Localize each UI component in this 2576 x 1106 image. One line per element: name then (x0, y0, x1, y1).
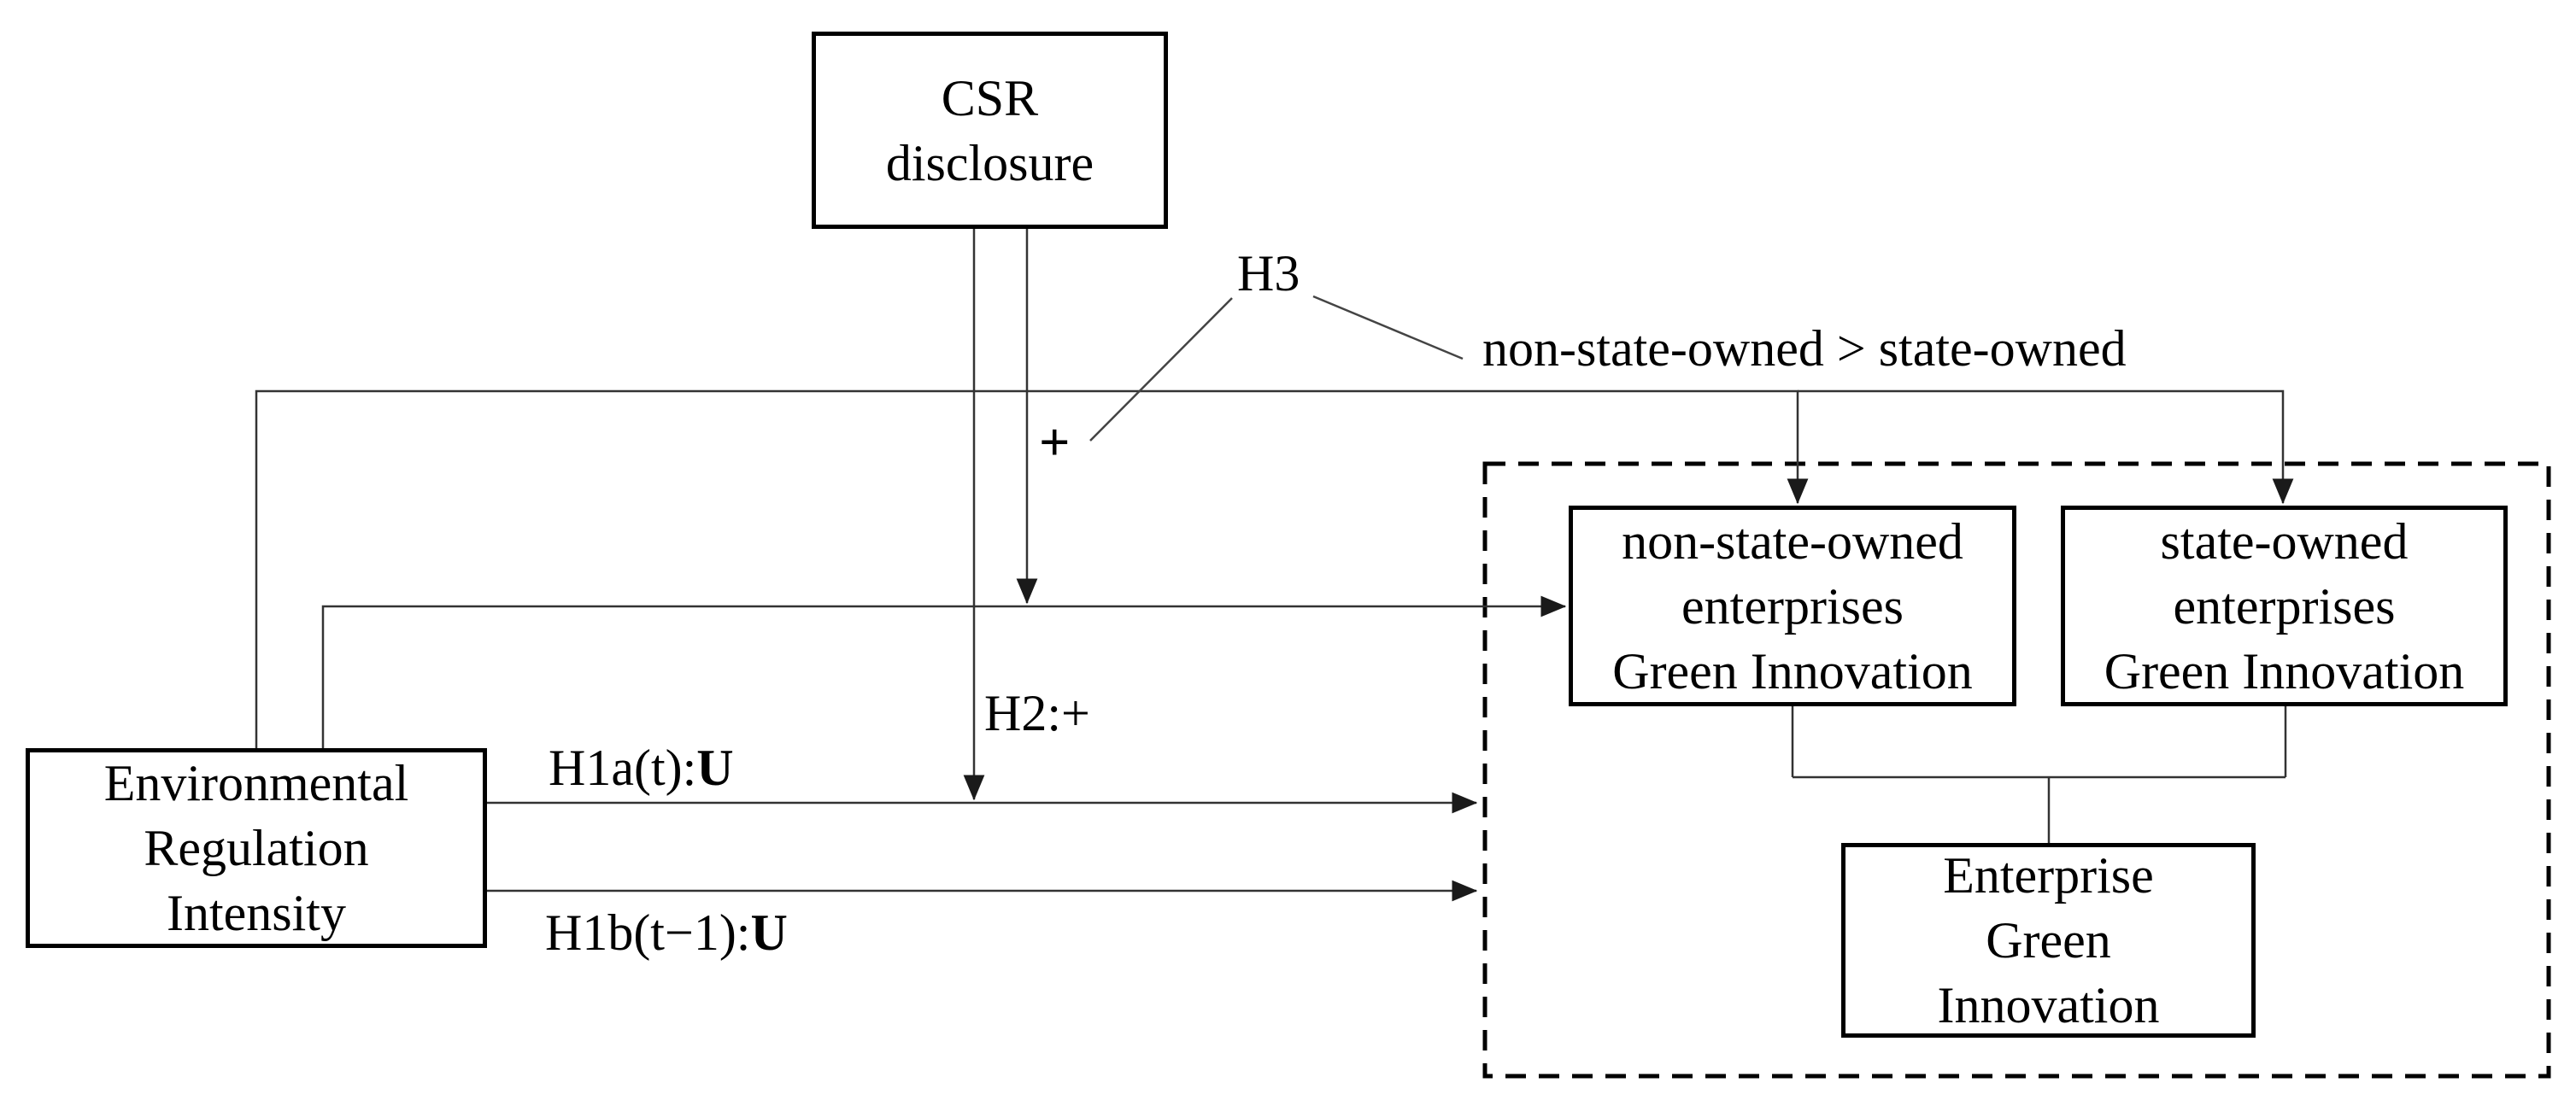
node-nonstate-line1: non-state-owned (1622, 512, 1963, 570)
node-enterprise-line3: Innovation (1937, 977, 2160, 1033)
node-environmental-regulation-intensity: Environmental Regulation Intensity (26, 748, 487, 948)
h1a-label-u: U (696, 740, 734, 796)
h3-leader-line-right (1312, 295, 1464, 360)
h3-leader-line-left (1089, 297, 1233, 442)
node-csr-disclosure: CSR disclosure (812, 32, 1168, 229)
node-csr-line1: CSR (941, 69, 1039, 126)
edge-env-to-nonstate-ownership-arrow (255, 389, 1809, 748)
node-enterprise-line1: Enterprise (1943, 847, 2154, 904)
edge-env-to-state-ownership-arrow (1798, 389, 2294, 505)
node-state-line2: enterprises (2173, 577, 2396, 635)
h1b-label-prefix: H1b(t−1): (545, 904, 751, 961)
node-env-line1: Environmental (103, 755, 409, 811)
node-state-line3: Green Innovation (2104, 642, 2465, 699)
ownership-group-outline (1482, 461, 2551, 1079)
ownership-comparison-label: non-state-owned > state-owned (1482, 320, 2127, 377)
node-env-line3: Intensity (167, 885, 346, 941)
h1b-label-u: U (750, 904, 788, 961)
edge-env-to-nonstate-direct-arrow (321, 595, 1567, 748)
node-enterprise-green-innovation: Enterprise Green Innovation (1841, 843, 2256, 1038)
node-state-line1: state-owned (2160, 512, 2409, 570)
h1a-label: H1a(t):U (549, 742, 734, 793)
h2-label: H2:+ (984, 685, 1090, 741)
node-state-green-innovation: state-owned enterprises Green Innovation (2061, 506, 2508, 706)
edge-subsidiaries-to-enterprise-connector (1791, 705, 2287, 845)
h1a-label-prefix: H1a(t): (549, 740, 697, 796)
node-nonstate-line2: enterprises (1681, 577, 1904, 635)
node-enterprise-line2: Green (1986, 912, 2111, 968)
node-csr-line2: disclosure (885, 134, 1094, 191)
node-nonstate-line3: Green Innovation (1612, 642, 1973, 699)
plus-sign-label: + (1039, 412, 1071, 472)
h1b-label: H1b(t−1):U (545, 907, 788, 958)
node-env-line2: Regulation (144, 820, 369, 876)
h3-label: H3 (1237, 245, 1300, 301)
node-nonstate-green-innovation: non-state-owned enterprises Green Innova… (1569, 506, 2016, 706)
